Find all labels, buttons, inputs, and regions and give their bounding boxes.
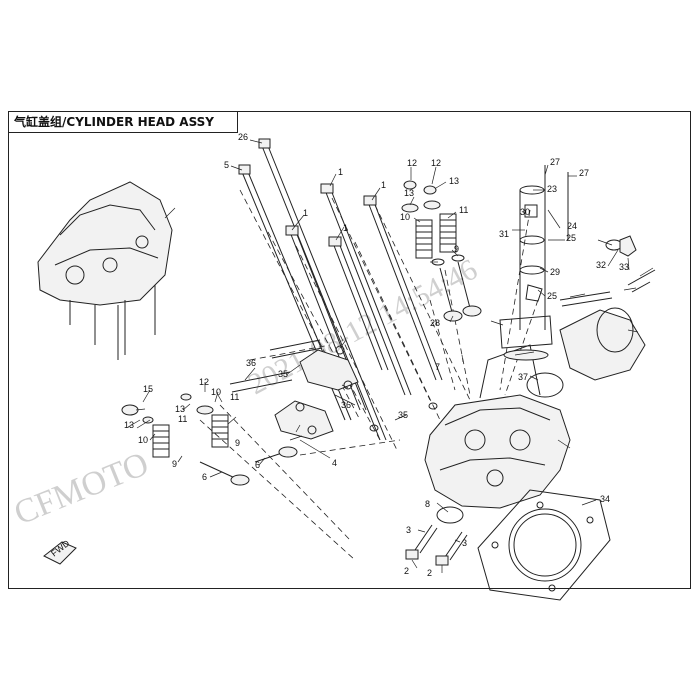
- callout-label: 6: [202, 472, 207, 482]
- callout-label: 13: [124, 420, 134, 430]
- callout-label: 35: [278, 369, 288, 379]
- callout-label: 13: [404, 188, 414, 198]
- right-valve-train: [401, 180, 482, 322]
- callout-label: 9: [172, 459, 177, 469]
- assembled-head-inset: [37, 181, 173, 360]
- callout-label: 25: [547, 291, 557, 301]
- callout-label: 11: [178, 414, 187, 424]
- fwd-arrow: FWD: [43, 538, 77, 565]
- callout-label: 29: [550, 267, 560, 277]
- callout-label: 36: [246, 358, 256, 368]
- callout-label: 10: [138, 435, 148, 445]
- callout-label: 12: [407, 158, 417, 168]
- assembly-guide-lines: [199, 189, 539, 561]
- callout-label: 28: [430, 318, 440, 328]
- callout-label: 6: [255, 460, 260, 470]
- callout-label: 26: [238, 132, 248, 142]
- callout-label: 1: [343, 223, 348, 233]
- callout-label: 32: [596, 260, 606, 270]
- callout-label: 1: [381, 180, 386, 190]
- callout-label: 11: [230, 392, 239, 402]
- callout-label: 12: [199, 377, 209, 387]
- rocker-arm-assembly: [229, 339, 438, 440]
- callout-label: 36: [341, 400, 351, 410]
- callout-label: 8: [425, 499, 430, 509]
- diagram-frame: [8, 111, 691, 589]
- callout-label: 3: [406, 525, 411, 535]
- callout-label: 1: [303, 208, 308, 218]
- callout-label: 5: [224, 160, 229, 170]
- callout-label: 27: [579, 168, 589, 178]
- callout-label: 4: [332, 458, 337, 468]
- watermark-brand: CFMOTO: [9, 445, 154, 532]
- callout-label: 1: [338, 167, 343, 177]
- callout-label: 23: [547, 184, 557, 194]
- callout-label: 35: [398, 410, 408, 420]
- left-valve-train: [121, 393, 298, 486]
- callout-label: 3: [462, 538, 467, 548]
- callout-label: 34: [600, 494, 610, 504]
- callout-label: 7: [435, 362, 440, 372]
- callout-label: 15: [143, 384, 153, 394]
- callout-label: 2: [404, 566, 409, 576]
- callout-labels: 26 5 1 1 1 1 12 12 13 13 10 11 9 28 7 27…: [124, 132, 629, 578]
- head-gasket: [436, 489, 611, 601]
- callout-label: 13: [175, 404, 185, 414]
- callout-label: 33: [619, 262, 629, 272]
- intake-manifold: [526, 269, 656, 398]
- callout-label: 25: [566, 233, 576, 243]
- callout-label: 11: [459, 205, 468, 215]
- callout-leaders: [127, 139, 654, 573]
- diagram-title: 气缸盖组/CYLINDER HEAD ASSY: [14, 115, 214, 129]
- callout-label: 37: [518, 372, 528, 382]
- callout-label: 12: [431, 158, 441, 168]
- callout-label: 2: [427, 568, 432, 578]
- callout-label: 13: [449, 176, 459, 186]
- lower-studs: [405, 524, 468, 566]
- callout-label: 9: [454, 244, 459, 254]
- callout-label: 9: [235, 438, 240, 448]
- callout-label: 10: [400, 212, 410, 222]
- callout-label: 24: [567, 221, 577, 231]
- title-box: [8, 111, 238, 133]
- callout-label: 31: [499, 229, 509, 239]
- callout-label: 30: [520, 207, 530, 217]
- callout-label: 10: [211, 387, 221, 397]
- cam-drive-components: [499, 165, 637, 361]
- callout-label: 27: [550, 157, 560, 167]
- cylinder-head: [424, 344, 571, 509]
